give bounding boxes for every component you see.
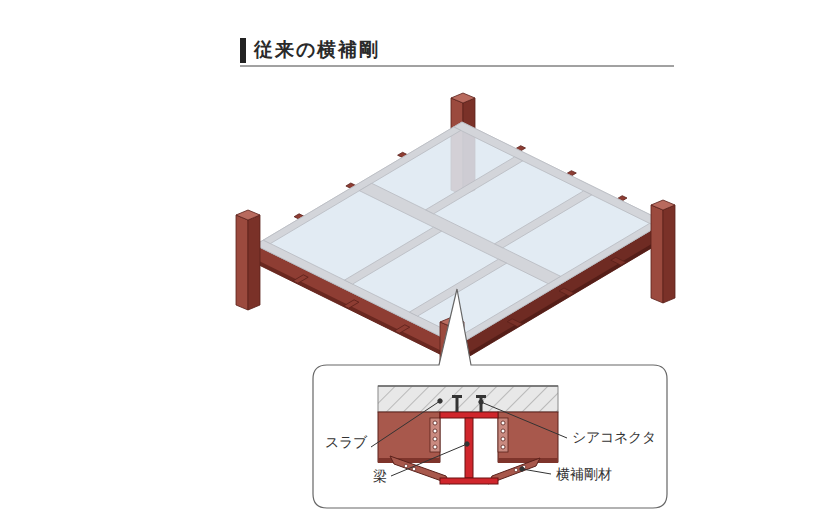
leader-line [371, 401, 440, 447]
title-bar [240, 38, 246, 63]
part-label: スラブ [325, 434, 367, 451]
column-face [248, 215, 260, 310]
part-label: 横補剛材 [556, 466, 612, 483]
leader-dot [438, 399, 442, 403]
leader-dot [465, 442, 469, 446]
part-label: シアコネクタ [572, 429, 656, 446]
beam-web [465, 418, 473, 478]
stud [480, 398, 483, 412]
leader-line [481, 402, 567, 438]
stud [456, 398, 459, 412]
stud-head [476, 395, 486, 398]
title-rule [240, 66, 674, 67]
beam-stub [507, 319, 522, 327]
callout-bubble [313, 289, 667, 508]
slab-beam [426, 157, 523, 214]
beam-flange [440, 478, 498, 484]
floor-beam [498, 412, 558, 462]
column-top [236, 210, 260, 220]
diagram-title: 従来の横補剛 [254, 37, 380, 63]
column-face [663, 205, 675, 303]
connection-plate [430, 418, 440, 452]
leader-dot [479, 400, 483, 404]
leader-lines [371, 399, 567, 476]
beam-stub [611, 257, 626, 265]
slab-beam [345, 227, 442, 284]
leader-line [522, 469, 551, 474]
slab-beam [495, 191, 592, 248]
column-top [451, 93, 475, 103]
leader-line [391, 444, 467, 476]
column-face [236, 215, 248, 310]
slab-top-line [378, 385, 558, 386]
slab-beam [255, 240, 466, 345]
beam-stub [293, 275, 308, 284]
connection-plate [498, 418, 508, 452]
leader-dot [520, 467, 524, 471]
beam-stub [395, 325, 410, 334]
beam-stub [344, 300, 359, 309]
section-detail [378, 386, 558, 484]
slab-section [378, 386, 558, 412]
beam-flange [440, 412, 498, 418]
beam-stub [559, 288, 574, 296]
stud-head [452, 395, 462, 398]
floor-beam [378, 412, 440, 462]
column-top [651, 200, 675, 210]
part-label: 梁 [373, 468, 387, 485]
column-face [651, 205, 663, 303]
